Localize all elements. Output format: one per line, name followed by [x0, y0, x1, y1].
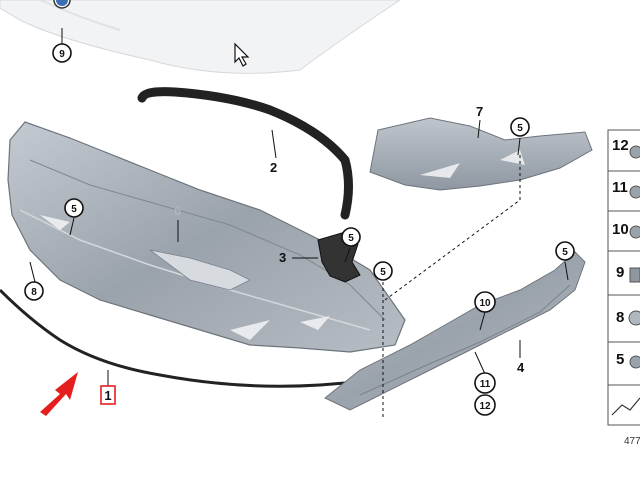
table-row-5[interactable]: 5	[616, 351, 624, 368]
callout-10[interactable]: 10	[474, 291, 496, 313]
callout-5-c[interactable]: 5	[373, 261, 393, 281]
svg-text:5: 5	[517, 123, 523, 134]
svg-text:9: 9	[59, 49, 65, 60]
leader-dashed-lines	[382, 152, 521, 418]
label-4[interactable]: 4	[517, 360, 525, 375]
svg-text:5: 5	[348, 233, 354, 244]
table-row-8[interactable]: 8	[616, 309, 624, 326]
leader-lines	[29, 28, 569, 386]
callout-5-a[interactable]: 5	[64, 198, 84, 218]
label-1-highlighted[interactable]: 1	[100, 385, 116, 405]
side-parts-table: 12 11 10 9 8 5 477	[607, 129, 640, 447]
table-row-10[interactable]: 10	[612, 221, 629, 238]
svg-text:1: 1	[104, 388, 111, 403]
svg-text:10: 10	[479, 298, 491, 309]
mouse-cursor-icon	[234, 42, 250, 67]
label-3[interactable]: 3	[279, 250, 286, 265]
upper-cover-part	[369, 117, 593, 191]
callout-5-e[interactable]: 5	[555, 241, 575, 261]
label-2[interactable]: 2	[270, 160, 277, 175]
seal-strip-part	[0, 288, 346, 388]
svg-text:8: 8	[31, 287, 37, 298]
callout-5-b[interactable]: 5	[341, 227, 361, 247]
svg-text:11: 11	[480, 379, 491, 390]
svg-text:5: 5	[562, 247, 568, 258]
callout-8[interactable]: 8	[24, 281, 44, 301]
table-row-11[interactable]: 11	[612, 179, 628, 196]
callout-9-top[interactable]: 9	[52, 43, 72, 63]
label-6[interactable]: 6	[174, 203, 181, 218]
svg-text:12: 12	[479, 401, 491, 412]
front-cover-part	[7, 121, 406, 353]
callout-11[interactable]: 11	[474, 372, 496, 394]
red-arrow-icon	[40, 372, 78, 416]
label-7[interactable]: 7	[476, 104, 483, 119]
callout-5-d[interactable]: 5	[510, 117, 530, 137]
table-row-9[interactable]: 9	[616, 264, 624, 281]
side-trim-part	[324, 251, 586, 411]
hood-part	[0, 0, 401, 74]
table-row-12[interactable]: 12	[612, 137, 629, 154]
svg-text:5: 5	[380, 267, 386, 278]
diagram-code: 477	[624, 436, 640, 447]
callout-12[interactable]: 12	[474, 394, 496, 416]
svg-text:5: 5	[71, 204, 77, 215]
rubber-seal-part	[137, 87, 353, 220]
